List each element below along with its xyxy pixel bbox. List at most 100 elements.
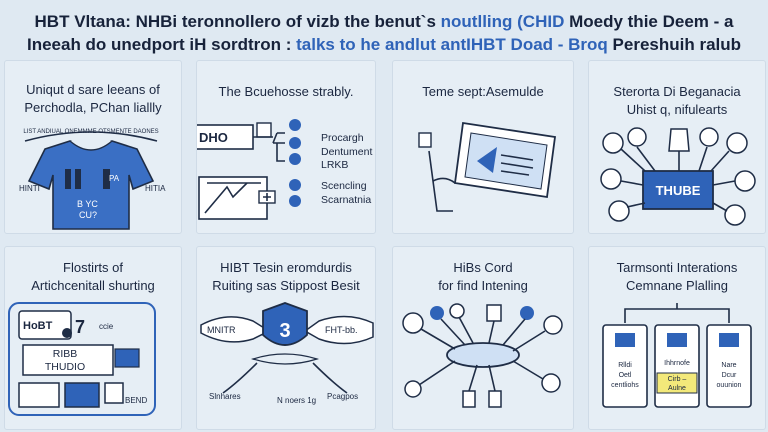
card-5 [64, 382, 100, 408]
panel-hub-title-2: for find Intening [438, 278, 528, 293]
panel-shield-title-2: Ruiting sas Stippost Besit [212, 278, 360, 293]
node-2-icon [430, 306, 444, 320]
shield-illustration: MNITR FHT-bb. 3 Slnhares N noers 1g Pcag… [200, 302, 374, 405]
arc-connectors [222, 362, 348, 394]
list-bullet-5-icon [289, 195, 301, 207]
hub-links [418, 316, 546, 392]
header-line-2: Ineeah do unedport iH sordtron : talks t… [0, 35, 768, 55]
face-2-icon [627, 127, 647, 147]
bag-icon [668, 128, 690, 152]
list-bullet-4-icon [289, 179, 301, 191]
bubble-left-label: MNITR [207, 325, 236, 335]
dho-box-label: DHO [199, 130, 228, 145]
node-1-icon [402, 312, 424, 334]
card-1-label: HoBT [23, 320, 53, 332]
phone-2-highlight [656, 372, 698, 394]
card-side-label: ccie [99, 322, 114, 331]
face-6-icon [608, 200, 630, 222]
phone-1-line-3: centliohs [611, 382, 639, 389]
shirt-note-1: B YC [77, 199, 98, 209]
cards-illustration: HoBT 7 ccie RIBB THUDIO BEND [8, 302, 156, 416]
phone-3-line-1: Nare [721, 362, 736, 369]
header-line-2-part-b: talks to he andlut antIHBT Doad - Broq [296, 35, 608, 54]
node-8-icon [462, 390, 476, 408]
bubble-right-label: FHT-bb. [325, 325, 358, 335]
shirt-banner-text: LIST ANDIUAL ONEMMME OTSMENTE DAONES [23, 129, 158, 135]
shirt-pocket-label: PA [109, 174, 120, 183]
header-line-1-part-a: HBT Vltana: NHBi teronnollero of vizb th… [34, 12, 441, 31]
footer-right: Pcagpos [327, 392, 358, 401]
phone-1-icon [615, 333, 635, 347]
panel-cards: Flostirts of Artichcenitall shurting HoB… [4, 246, 182, 430]
phone-2-line-3: Aulne [668, 385, 686, 392]
shield-badge: 3 [279, 320, 290, 342]
process-illustration: DHO Procargh Dentument LRKB Scencling Sc… [197, 119, 372, 220]
panel-cards-title-2: Artichcenitall shurting [31, 278, 155, 293]
footer-mid: N noers 1g [277, 396, 316, 405]
card-4 [18, 382, 60, 408]
panel-hub: HiBs Cord for find Intening [392, 246, 574, 430]
hub-illustration [402, 303, 563, 408]
panel-cards-title-1: Flostirts of [63, 260, 123, 275]
page-header: HBT Vltana: NHBi teronnollero of vizb th… [0, 0, 768, 62]
panel-device: Teme sept:Asemulde [392, 60, 574, 234]
bubble-left [200, 316, 271, 343]
footer-left: Slnhares [209, 392, 241, 401]
panel-device-title: Teme sept:Asemulde [422, 84, 544, 99]
phone-2-line-2: Cirb – [668, 376, 687, 383]
phones-illustration: Rlldi Oetl centliohs Ihhrnofe Cirb – Aul… [602, 303, 752, 408]
shirt-note-2: CU? [79, 210, 97, 220]
panel-shield: HIBT Tesin eromdurdis Ruiting sas Stippo… [196, 246, 376, 430]
play-arrow-icon [477, 147, 497, 173]
panel-phones: Tarmsonti Interations Cemnane Plalling R… [588, 246, 766, 430]
shirt-banner-arc [24, 131, 158, 142]
phone-2-icon [667, 333, 687, 347]
shirt-mark-left-2-icon [75, 169, 81, 189]
header-line-1-part-b: noutlling (CHID [440, 12, 565, 31]
list-item-5: Scarnatnia [321, 194, 371, 206]
face-8-icon [724, 204, 746, 226]
panel-process-title: The Bcuehosse strably. [218, 84, 354, 99]
center-box-label: THUBE [656, 183, 701, 198]
lock-icon [256, 122, 272, 138]
device-cable [432, 177, 456, 184]
center-box [642, 170, 714, 210]
shirt-right-tag: HITIA [145, 184, 166, 193]
panel-shirt: Uniqut d sare leeans of Perchodla, PChan… [4, 60, 182, 234]
header-line-2-part-c: Pereshuih ralub [612, 35, 742, 54]
node-6-icon [543, 315, 563, 335]
panel-phones-title-2: Cemnane Plalling [626, 278, 728, 293]
card-1-number: 7 [75, 317, 85, 337]
mobile-icon [418, 132, 432, 148]
panel-process: The Bcuehosse strably. DHO Procargh Dent… [196, 60, 376, 234]
phone-3 [706, 324, 752, 408]
device-illustration [418, 121, 557, 212]
cards-frame [8, 302, 156, 416]
card-1 [18, 310, 72, 340]
face-3-icon [699, 127, 719, 147]
list-item-3: LRKB [321, 159, 348, 171]
sketch-graph [204, 182, 248, 214]
cards-footer: BEND [125, 396, 147, 405]
card-2 [22, 344, 114, 376]
node-5-icon [520, 306, 534, 320]
node-3-icon [449, 303, 465, 319]
phone-1-line-1: Rlldi [618, 362, 632, 369]
list-item-2: Dentument [321, 146, 372, 158]
face-4-icon [726, 132, 748, 154]
shield-base [250, 353, 320, 365]
shield-icon [262, 302, 308, 346]
list-bullet-3-icon [289, 153, 301, 165]
card-2-label: RIBB [53, 348, 78, 360]
header-line-2-part-a: Ineeah do unedport iH sordtron : [26, 35, 297, 54]
header-line-1: HBT Vltana: NHBi teronnollero of vizb th… [0, 12, 768, 32]
network-links [620, 146, 736, 212]
card-1-toggle-icon [62, 328, 72, 338]
shirt-illustration: LIST ANDIUAL ONEMMME OTSMENTE DAONES PA … [19, 129, 166, 230]
device-text-lines [500, 154, 534, 176]
list-bullet-1-icon [289, 119, 301, 131]
panel-network: Sterorta Di Beganacia Uhist q, nifuleart… [588, 60, 766, 234]
list-bullet-2-icon [289, 137, 301, 149]
face-5-icon [600, 168, 622, 190]
shirt-left-tag: HINTI [19, 184, 40, 193]
